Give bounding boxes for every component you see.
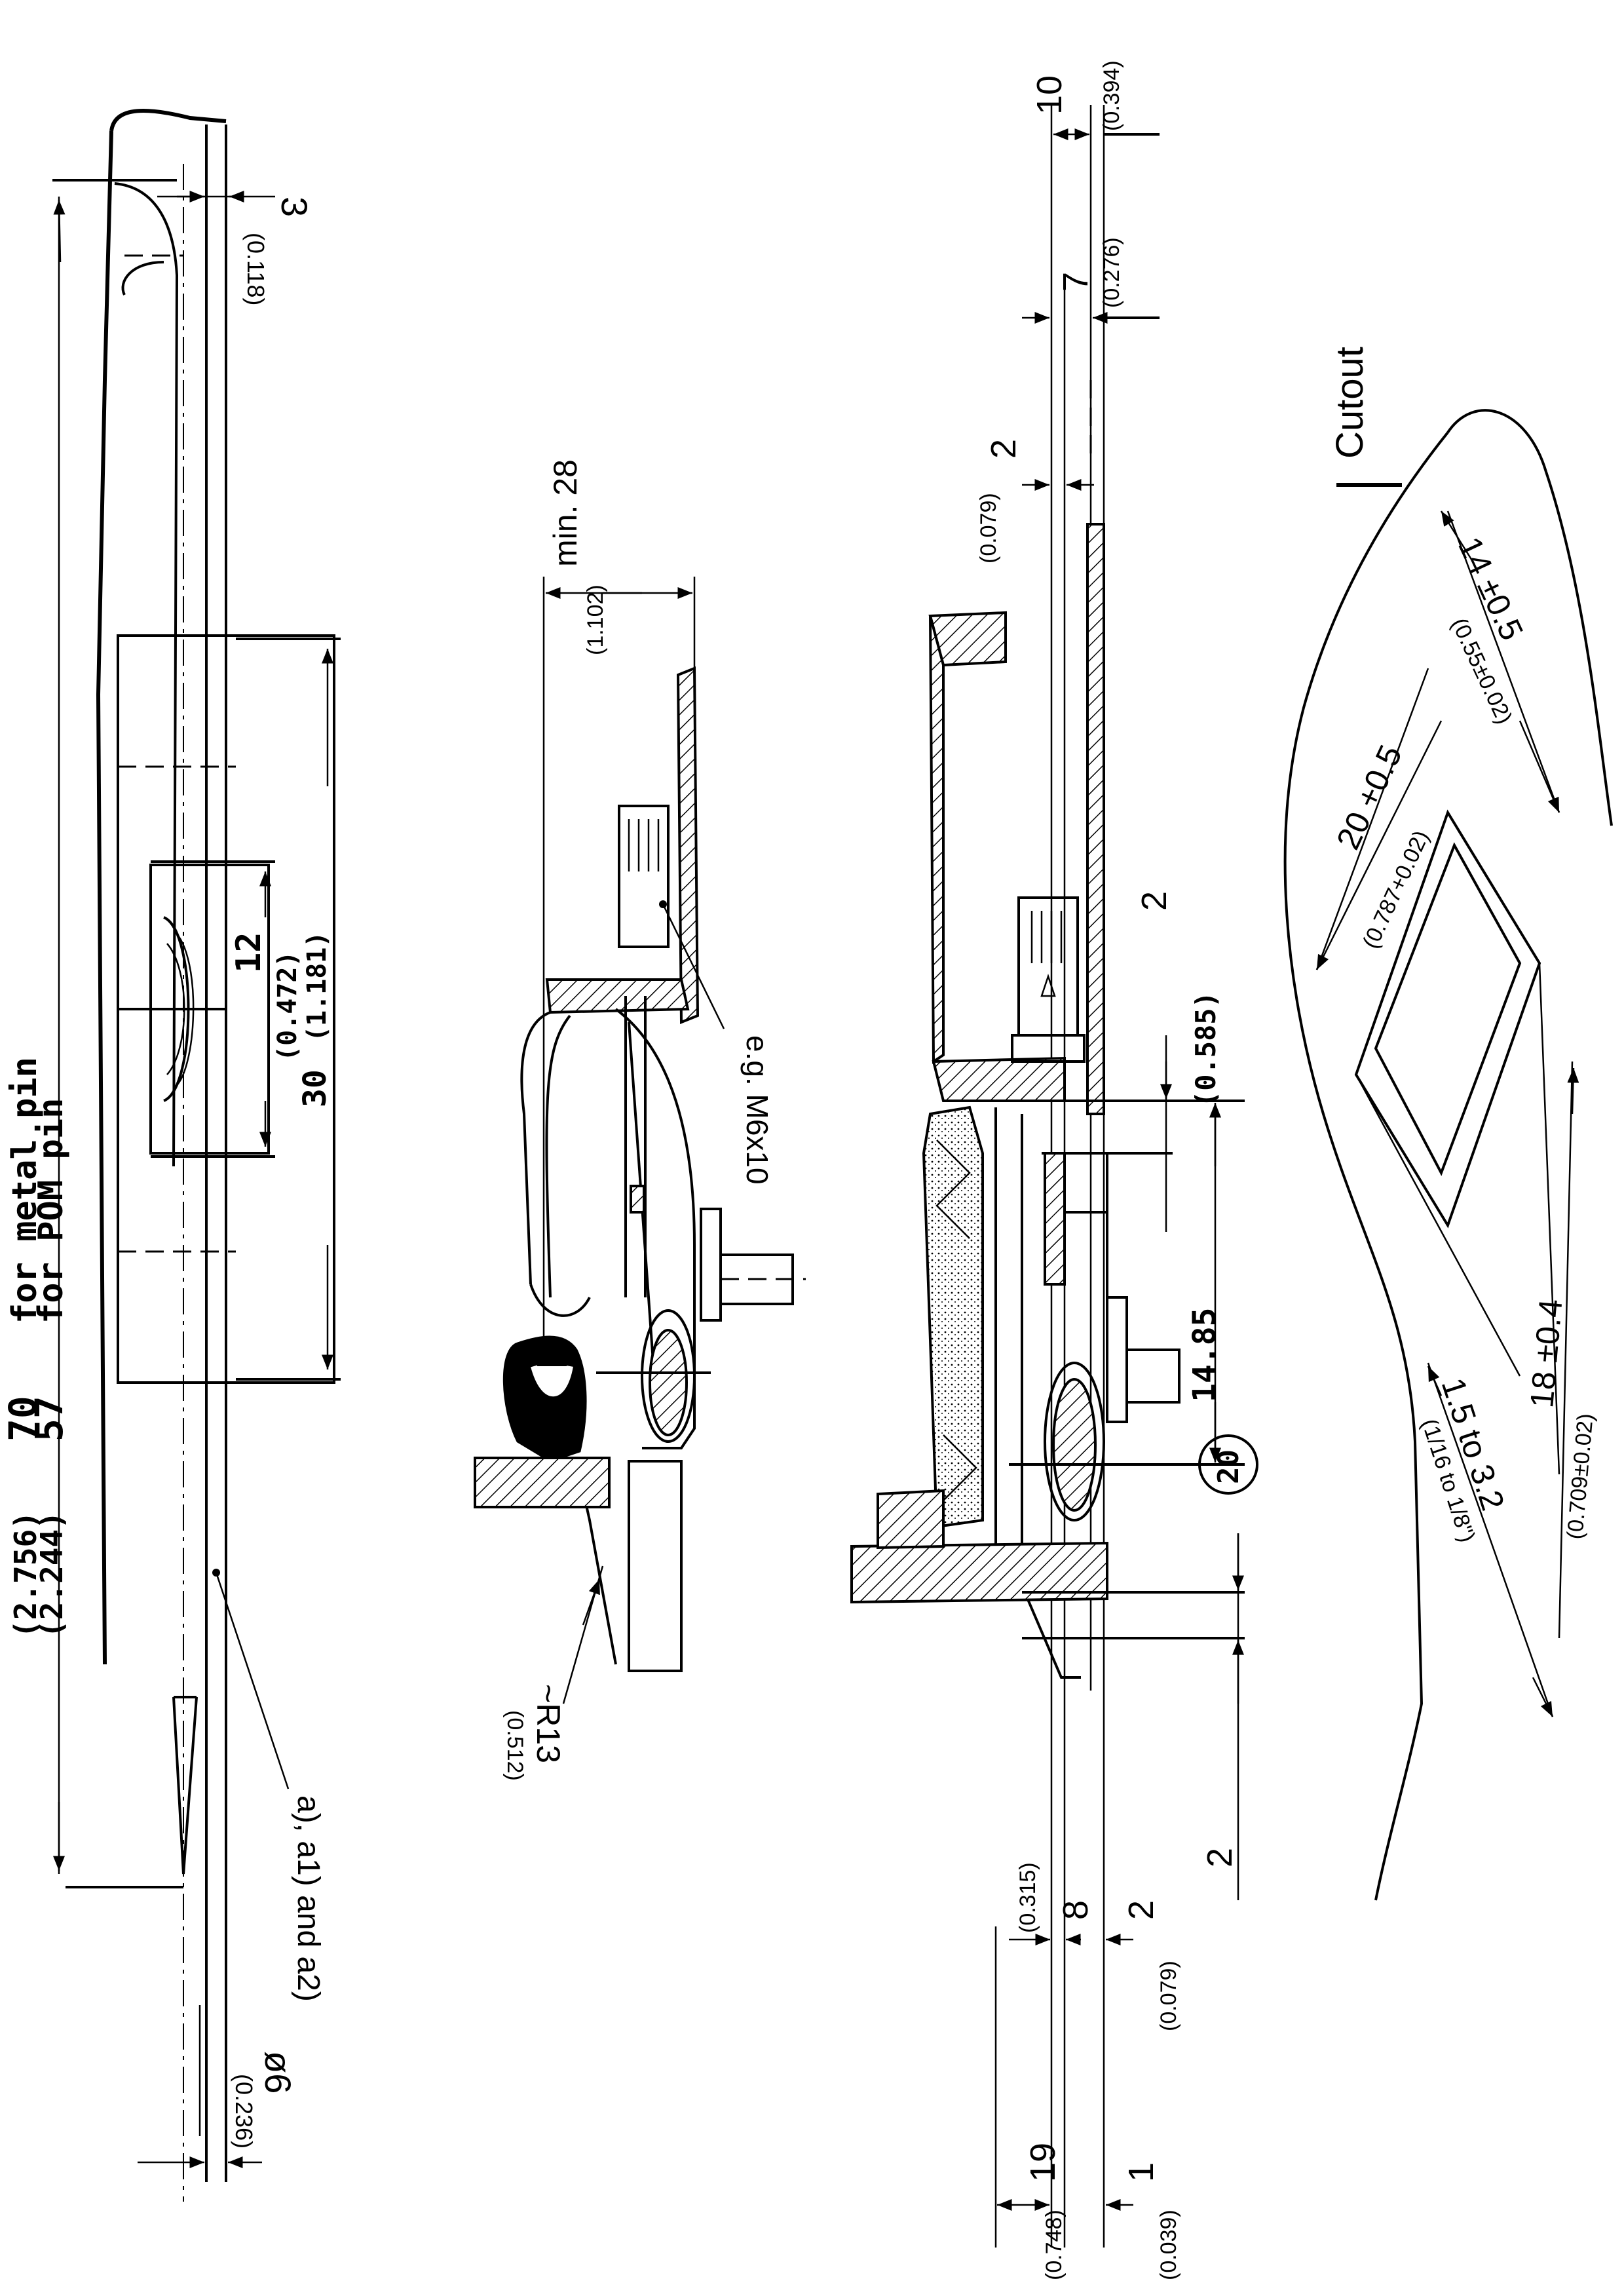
length-metal-inch: (2.756) (8, 1511, 43, 1638)
cutout-view (1283, 409, 1613, 1901)
dim-1485-label: 14.85 (1186, 1308, 1223, 1403)
left-view (52, 109, 341, 2202)
dim-2-top-inch-label: (0.079) (976, 493, 1001, 564)
pin-diameter-label: ø6 (257, 2051, 299, 2094)
dim-10-label: 10 (1030, 75, 1069, 115)
dim-3-inch-label: (0.118) (242, 233, 269, 305)
dim-19-label: 19 (1023, 2143, 1063, 2182)
length-pom-inch: (2.244) (34, 1511, 69, 1638)
dim-12-inch-label: (0.472) (273, 951, 303, 1062)
dim-7-label: 7 (1056, 272, 1095, 292)
dim-2-side-lower-label: 2 (1200, 1848, 1239, 1867)
dim-3-label: 3 (274, 197, 315, 217)
dim-12-label: 12 (229, 932, 269, 973)
middle-view (474, 577, 806, 1704)
screw-label: e.g. M6x10 (740, 1035, 774, 1185)
length-callout: (2.756) 70 for metal pin (2.244) 57 for … (1, 1057, 71, 1638)
dim-30-label: 30 (297, 1069, 333, 1107)
dim-8-inch-label: (0.315) (1015, 1862, 1040, 1933)
dim-2-side-upper-label: 2 (1135, 891, 1174, 911)
dim-7-inch-label: (0.276) (1099, 237, 1124, 308)
cutout-dim-18-inch: (0.709±0.02) (1562, 1413, 1598, 1540)
pin-diameter-inch-label: (0.236) (231, 2074, 257, 2149)
dim-30-inch-label: (1.181) (302, 931, 332, 1042)
cutout-title: Cutout (1329, 347, 1371, 459)
length-pom-note: for POM pin (31, 1098, 71, 1324)
dim-2-bottom-label: 2 (1122, 1900, 1161, 1920)
dim-10-inch-label: (0.394) (1099, 60, 1124, 131)
right-view (850, 105, 1245, 2248)
length-metal-note: for metal pin (5, 1057, 45, 1324)
length-pom-value: 57 (27, 1396, 71, 1442)
cutout-dim-20: 20 +0.5 (1329, 740, 1409, 855)
length-metal-value: 70 (1, 1396, 45, 1442)
dim-0585-inch-label: (0.585) (1190, 991, 1222, 1107)
cutout-dim-20-inch: (0.787+0.02) (1358, 827, 1434, 953)
dim-20-circled: 20 (1198, 1434, 1258, 1495)
dim-1-inch-label: (0.039) (1156, 2210, 1181, 2280)
min-28-label: min. 28 (547, 459, 584, 567)
dim-19-inch-label: (0.748) (1042, 2210, 1067, 2280)
dim-8-label: 8 (1056, 1900, 1095, 1920)
min-28-inch-label: (1.102) (583, 584, 608, 655)
dim-1-label: 1 (1122, 2162, 1161, 2182)
dim-20-circled-label: 20 (1212, 1449, 1245, 1484)
dim-2-top-label: 2 (984, 439, 1023, 459)
radius-inch-label: (0.512) (502, 1710, 527, 1781)
dim-2-bottom-inch-label: (0.079) (1156, 1961, 1181, 2031)
cutout-dim-18: 18 ±0.4 (1523, 1297, 1569, 1409)
variant-label: a), a1) and a2) (291, 1795, 326, 2002)
radius-label: ~R13 (530, 1684, 567, 1763)
